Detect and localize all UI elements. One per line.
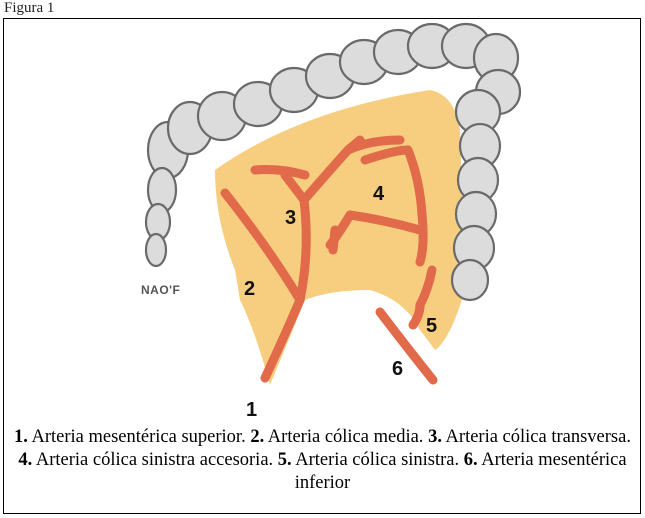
number-label-1: 1 bbox=[246, 399, 257, 421]
legend-text-1: Arteria mesentérica superior. bbox=[28, 427, 250, 447]
figure-caption: 1. Arteria mesentérica superior. 2. Arte… bbox=[8, 426, 637, 495]
colon-haustrum bbox=[452, 260, 488, 300]
legend-num-4: 4. bbox=[18, 450, 32, 470]
legend-text-2: Arteria cólica media. bbox=[264, 427, 428, 447]
legend-text-4: Arteria cólica sinistra accesoria. bbox=[32, 450, 278, 470]
number-label-6: 6 bbox=[392, 358, 403, 380]
artist-signature: NAO'F bbox=[141, 283, 180, 297]
number-label-3: 3 bbox=[285, 207, 296, 229]
artery-4b bbox=[333, 230, 335, 250]
number-label-5: 5 bbox=[426, 315, 437, 337]
legend-num-5: 5. bbox=[278, 450, 292, 470]
number-label-2: 2 bbox=[244, 278, 255, 300]
legend-text-5: Arteria cólica sinistra. bbox=[292, 450, 464, 470]
legend-num-2: 2. bbox=[250, 427, 264, 447]
legend-num-6: 6. bbox=[464, 450, 478, 470]
number-label-4: 4 bbox=[373, 183, 385, 205]
legend-num-3: 3. bbox=[428, 427, 442, 447]
legend-text-3: Arteria cólica transversa. bbox=[442, 427, 631, 447]
colon-haustrum bbox=[146, 234, 166, 266]
legend-num-1: 1. bbox=[14, 427, 28, 447]
